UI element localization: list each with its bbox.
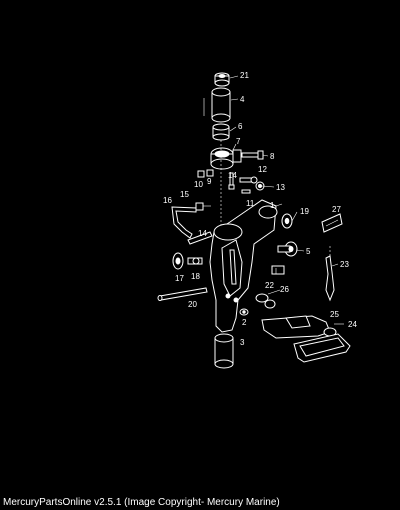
callout-labels: 21 4 6 7 8 9 10 14 12 13 11 1 15 16 19 2… (163, 71, 357, 347)
part-16-tilt-lever[interactable] (171, 206, 197, 239)
part-17-cam[interactable] (172, 252, 184, 270)
callout-17[interactable]: 17 (175, 274, 184, 283)
callout-21[interactable]: 21 (240, 71, 249, 80)
part-20-tilt-tube[interactable] (157, 287, 208, 301)
callout-25[interactable]: 25 (330, 310, 339, 319)
part-24-u-bracket[interactable] (293, 333, 351, 363)
callout-19[interactable]: 19 (300, 207, 309, 216)
part-27-plate[interactable] (321, 213, 343, 233)
callout-2[interactable]: 2 (242, 318, 247, 327)
callout-1[interactable]: 1 (270, 201, 275, 210)
part-13-nut[interactable] (255, 181, 265, 191)
callout-5[interactable]: 5 (306, 247, 311, 256)
part-19-washer[interactable] (281, 213, 293, 229)
part-11-screw[interactable] (241, 189, 251, 194)
callout-9[interactable]: 9 (207, 177, 212, 186)
part-2-bolt[interactable] (239, 308, 249, 316)
part-14-pin-upper[interactable] (228, 172, 235, 190)
part-26-link[interactable] (255, 289, 281, 309)
callout-14-lower[interactable]: 14 (198, 229, 207, 238)
part-4-bushing[interactable] (203, 87, 231, 123)
callout-15[interactable]: 15 (180, 190, 189, 199)
callout-7[interactable]: 7 (236, 137, 241, 146)
callout-23[interactable]: 23 (340, 260, 349, 269)
part-6-spacer[interactable] (212, 123, 230, 141)
callout-27[interactable]: 27 (332, 205, 341, 214)
callout-10[interactable]: 10 (194, 180, 203, 189)
callout-11[interactable]: 11 (246, 199, 255, 208)
part-10-nut[interactable] (197, 170, 205, 178)
part-7-clamp[interactable] (210, 147, 242, 170)
part-12-bolt[interactable] (239, 176, 258, 184)
part-25-support-bar[interactable] (261, 315, 337, 339)
callout-8[interactable]: 8 (270, 152, 275, 161)
part-22-washer[interactable] (271, 265, 285, 275)
callout-26[interactable]: 26 (280, 285, 289, 294)
part-15-fitting[interactable] (195, 202, 211, 211)
part-3-bushing[interactable] (214, 333, 234, 369)
callout-14-upper[interactable]: 14 (228, 171, 237, 180)
callout-24[interactable]: 24 (348, 320, 357, 329)
part-23-spring-clip[interactable] (325, 246, 335, 302)
part-18-spring[interactable] (187, 257, 203, 265)
callout-3[interactable]: 3 (240, 338, 245, 347)
leader-lines (229, 75, 344, 325)
callout-16[interactable]: 16 (163, 196, 172, 205)
copyright-footer: MercuryPartsOnline v2.5.1 (Image Copyrig… (3, 497, 280, 508)
part-21-nut[interactable] (214, 72, 230, 87)
callout-22[interactable]: 22 (265, 281, 274, 290)
callout-20[interactable]: 20 (188, 300, 197, 309)
callout-6[interactable]: 6 (238, 122, 243, 131)
callout-12[interactable]: 12 (258, 165, 267, 174)
callout-18[interactable]: 18 (191, 272, 200, 281)
part-5-knob[interactable] (277, 241, 298, 257)
callout-13[interactable]: 13 (276, 183, 285, 192)
callout-4[interactable]: 4 (240, 95, 245, 104)
exploded-parts-diagram: 21 4 6 7 8 9 10 14 12 13 11 1 15 16 19 2… (157, 71, 357, 369)
part-1-swivel-bracket[interactable] (209, 199, 278, 333)
part-9-washer[interactable] (206, 169, 214, 177)
part-8-bolt[interactable] (241, 150, 264, 160)
part-14-pin-lower[interactable] (187, 231, 213, 245)
